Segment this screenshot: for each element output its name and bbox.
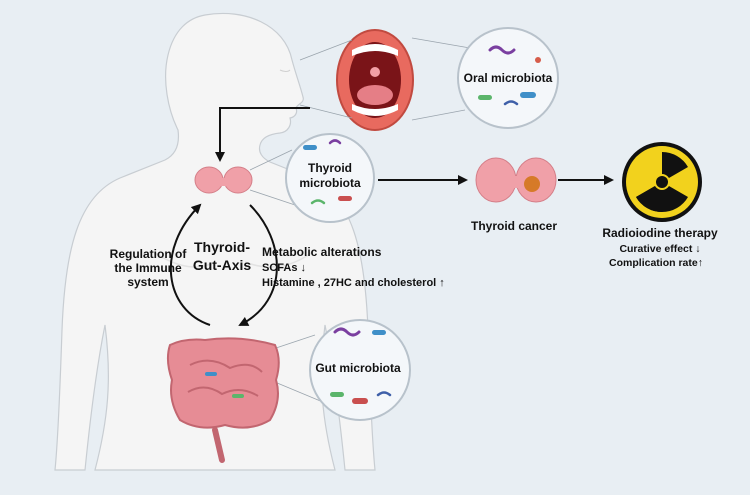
bacteria-icon <box>330 327 392 404</box>
immune-label-line2: the Immune <box>114 261 182 275</box>
arrows <box>169 107 614 326</box>
gut-microbiota-label: Gut microbiota <box>315 361 401 375</box>
radioiodine-title: Radioiodine therapy <box>602 226 718 240</box>
oral-microbiota-circle <box>457 27 559 129</box>
thyroid-gland-icon <box>194 166 253 194</box>
radiation-symbol-icon <box>622 142 702 222</box>
radioiodine-curative: Curative effect ↓ <box>619 243 700 255</box>
metabolic-title: Metabolic alterations <box>262 245 382 259</box>
metabolic-scfa: SCFAs ↓ <box>262 262 306 274</box>
thyroid-cancer-icon <box>475 157 557 203</box>
bacteria-icon <box>303 139 352 205</box>
thyroid-microbiota-label-line2: microbiota <box>299 176 361 190</box>
immune-label-line1: Regulation of <box>110 247 188 261</box>
axis-label-line1: Thyroid- <box>194 239 250 255</box>
radioiodine-complication: Complication rate↑ <box>609 257 703 269</box>
thyroid-cancer-label: Thyroid cancer <box>471 219 557 233</box>
thyroid-microbiota-circle <box>285 133 375 223</box>
metabolic-histamine: Histamine , 27HC and cholesterol ↑ <box>262 277 445 289</box>
open-mouth-icon <box>336 29 414 131</box>
immune-label-line3: system <box>127 275 168 289</box>
bacteria-icon <box>478 45 541 106</box>
intestine-icon <box>166 337 280 463</box>
thyroid-microbiota-label-line1: Thyroid <box>308 161 352 175</box>
gut-microbiota-circle <box>309 319 411 421</box>
oral-microbiota-label: Oral microbiota <box>464 71 553 85</box>
axis-label-line2: Gut-Axis <box>193 257 252 273</box>
